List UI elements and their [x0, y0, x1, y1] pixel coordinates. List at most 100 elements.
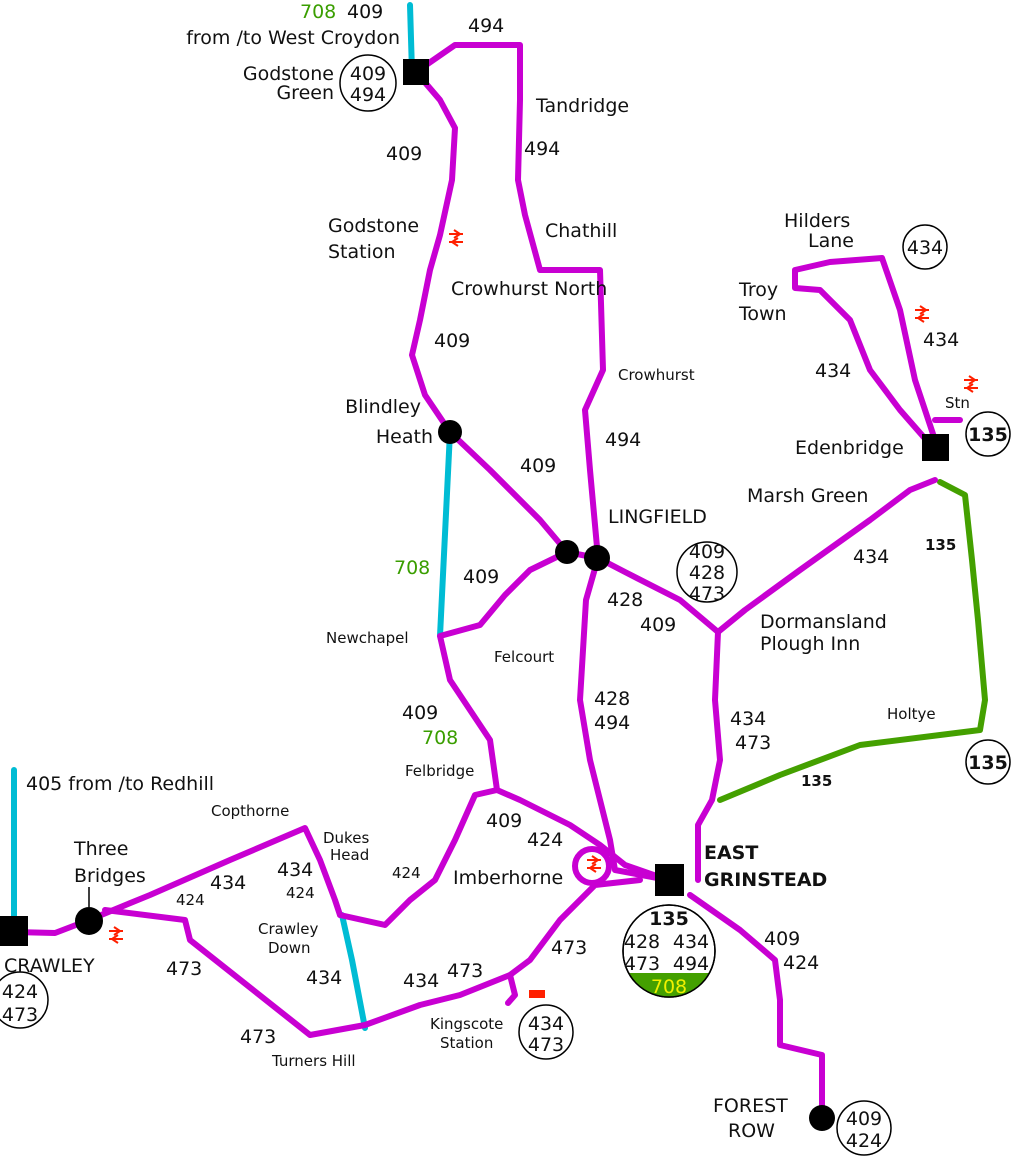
label-kingscote-station: Station	[440, 1034, 493, 1052]
disc-route: 494	[673, 953, 709, 975]
disc-route: 428	[624, 931, 660, 953]
stop-godstone-green[interactable]	[403, 59, 429, 85]
disc-route: 473	[528, 1034, 564, 1056]
route-label: 494	[524, 138, 560, 160]
route-imberhorne-loop[interactable]	[572, 846, 612, 886]
disc-route: 434	[673, 931, 709, 953]
route-forest-row[interactable]	[687, 892, 825, 1123]
label-tandridge: Tandridge	[535, 95, 629, 117]
route-label: 434	[403, 970, 439, 992]
route-label: 473	[166, 958, 202, 980]
disc-route: 473	[689, 583, 725, 605]
national-rail-icon	[915, 305, 929, 323]
label-forest-row: ROW	[728, 1120, 775, 1142]
route-label: 434	[210, 872, 246, 894]
label-newchapel: Newchapel	[326, 629, 409, 647]
route-label: 409	[402, 702, 438, 724]
label-crawley-down: Down	[268, 939, 311, 957]
route-label: 409	[463, 566, 499, 588]
route-label: 409	[764, 928, 800, 950]
disc-godstone-green: 409 494	[339, 54, 397, 112]
route-434-marsh-green[interactable]	[715, 477, 938, 635]
route-label: 494	[594, 712, 630, 734]
national-rail-icon	[109, 926, 123, 944]
label-blindley-heath: Heath	[376, 426, 433, 448]
route-label: 409	[386, 143, 422, 165]
label-crowhurst-north: Crowhurst North	[451, 278, 607, 300]
stop-lingfield-west[interactable]	[555, 540, 579, 564]
stop-lingfield[interactable]	[584, 545, 610, 571]
route-434-troy-town-loop[interactable]	[792, 255, 938, 453]
label-edenbridge: Edenbridge	[795, 437, 904, 459]
label-turners-hill: Turners Hill	[271, 1052, 356, 1070]
route-label: 494	[468, 15, 504, 37]
route-label: 494	[605, 429, 641, 451]
route-708-blindley-newchapel[interactable]	[437, 429, 453, 639]
route-lines	[11, 2, 988, 1123]
route-428-434[interactable]	[595, 555, 723, 883]
label-three-bridges: Three	[73, 838, 128, 860]
route-label: 135	[801, 772, 832, 790]
stop-east-grinstead[interactable]	[655, 864, 684, 896]
route-label: 473	[240, 1026, 276, 1048]
label-dormansland: Plough Inn	[760, 633, 860, 655]
disc-route: 428	[689, 562, 725, 584]
route-label: 473	[447, 960, 483, 982]
route-label: 424	[286, 884, 315, 902]
label-dukes-head: Dukes	[323, 829, 369, 847]
label-felcourt: Felcourt	[494, 648, 554, 666]
national-rail-icon	[449, 229, 463, 247]
route-label: 424	[392, 864, 421, 882]
route-label: 473	[551, 937, 587, 959]
label-dormansland: Dormansland	[760, 611, 887, 633]
route-473[interactable]	[102, 877, 643, 1038]
route-135[interactable]	[717, 479, 988, 803]
route-494[interactable]	[413, 42, 671, 883]
disc-east-grinstead: 135 428 434 473 494 708	[622, 904, 716, 998]
label-blindley-heath: Blindley	[345, 396, 421, 418]
route-label: 708	[422, 727, 458, 749]
route-label: 473	[735, 732, 771, 754]
route-cyan-crawley-down[interactable]	[339, 912, 368, 1031]
label-godstone-station: Godstone	[328, 215, 419, 237]
disc-kingscote: 434 473	[518, 1004, 574, 1060]
route-label: 434	[730, 708, 766, 730]
label-dukes-head: Head	[330, 846, 369, 864]
label-three-bridges: Bridges	[74, 865, 146, 887]
stop-forest-row[interactable]	[809, 1105, 835, 1131]
route-label: 708	[394, 557, 430, 579]
route-kingscote-stub[interactable]	[505, 972, 518, 1006]
label-hilders-lane: Hilders	[784, 210, 850, 232]
route-label: 434	[853, 546, 889, 568]
stop-edenbridge[interactable]	[922, 434, 949, 461]
stop-blindley-heath[interactable]	[438, 420, 462, 444]
stop-three-bridges[interactable]	[75, 907, 103, 935]
label-east-grinstead: GRINSTEAD	[704, 869, 827, 891]
label-troy-town: Troy	[738, 279, 778, 301]
label-west-croydon: from /to West Croydon	[186, 27, 400, 49]
route-409-north[interactable]	[409, 69, 600, 561]
route-label: 424	[783, 952, 819, 974]
label-crawley-down: Crawley	[258, 920, 318, 938]
label-troy-town: Town	[738, 303, 787, 325]
label-copthorne: Copthorne	[211, 802, 289, 820]
route-label: 434	[923, 329, 959, 351]
steam-train-icon	[529, 990, 545, 998]
route-number-labels: 708 409 494 409 494 409 494 409 708 409 …	[166, 1, 959, 1048]
label-chathill: Chathill	[545, 220, 617, 242]
national-rail-icon	[964, 375, 978, 393]
label-east-grinstead: EAST	[704, 842, 758, 864]
route-label: 409	[640, 614, 676, 636]
route-crawley-copthorne[interactable]	[11, 825, 343, 936]
route-409-newchapel[interactable]	[437, 549, 671, 883]
disc-route: 409	[689, 541, 725, 563]
route-424-felbridge[interactable]	[337, 787, 500, 928]
label-godstone-green: Godstone	[243, 63, 334, 85]
disc-route: 434	[528, 1013, 564, 1035]
label-lingfield: LINGFIELD	[608, 506, 707, 528]
disc-route: 135	[968, 752, 1008, 774]
route-label: 409	[434, 330, 470, 352]
stops	[0, 59, 949, 1131]
disc-route: 708	[651, 976, 687, 998]
stop-crawley[interactable]	[0, 916, 28, 946]
